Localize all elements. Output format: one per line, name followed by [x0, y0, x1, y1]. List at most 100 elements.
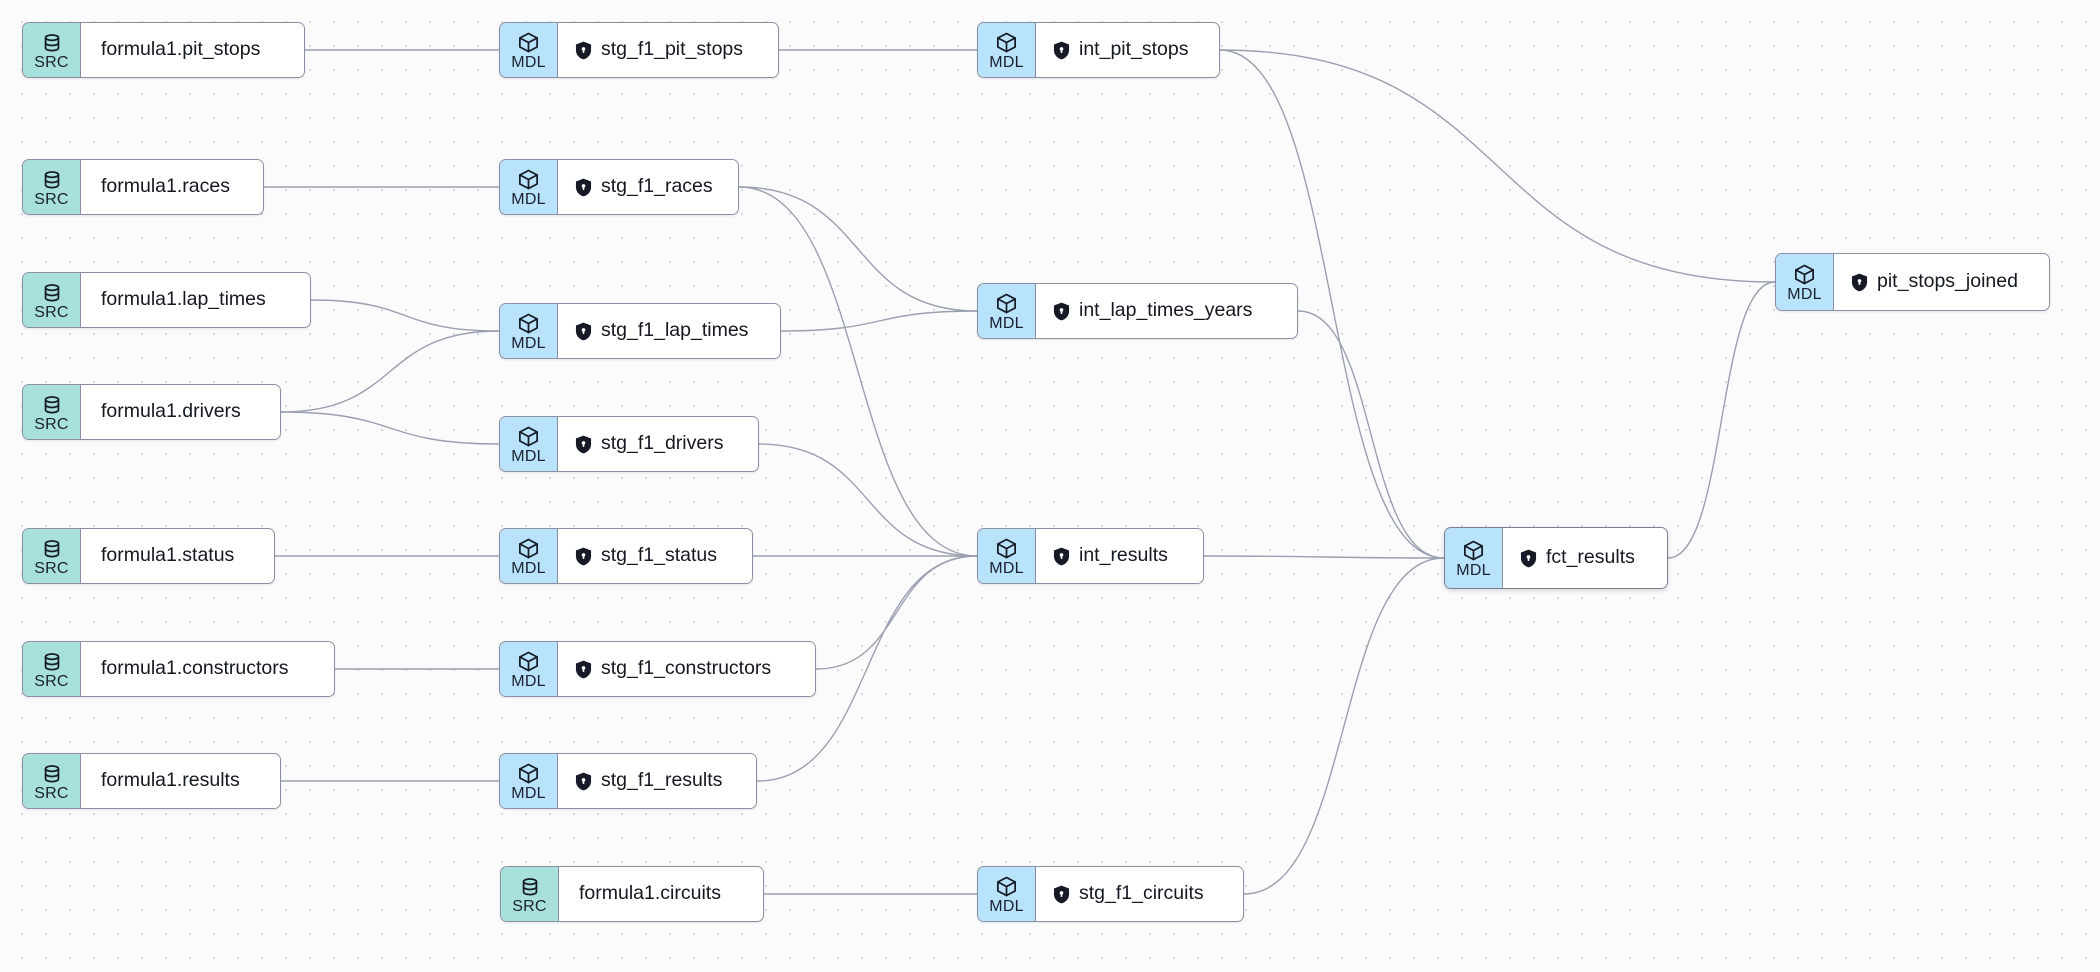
- shield-lock-icon: [1520, 549, 1537, 568]
- node-label: int_lap_times_years: [1079, 299, 1253, 322]
- graph-edge: [280, 411, 500, 445]
- node-type-badge: MDL: [500, 304, 558, 358]
- graph-node-src_pit_stops[interactable]: SRC formula1.pit_stops: [22, 22, 305, 78]
- graph-node-fct_results[interactable]: MDL fct_results: [1444, 527, 1668, 589]
- graph-node-src_lap_times[interactable]: SRC formula1.lap_times: [22, 272, 311, 328]
- node-type-label: SRC: [34, 672, 69, 690]
- database-icon: [41, 763, 63, 785]
- node-type-badge: MDL: [500, 160, 558, 214]
- database-icon: [41, 394, 63, 416]
- shield-lock-icon: [1053, 885, 1070, 904]
- shield-lock-icon: [1053, 41, 1070, 60]
- node-type-label: SRC: [34, 53, 69, 71]
- shield-lock-icon: [1053, 547, 1070, 566]
- node-body: formula1.constructors: [81, 642, 334, 696]
- node-body: formula1.races: [81, 160, 263, 214]
- node-label: stg_f1_constructors: [601, 657, 772, 680]
- node-body: stg_f1_results: [558, 754, 756, 808]
- database-icon: [41, 169, 63, 191]
- node-type-badge: SRC: [23, 160, 81, 214]
- graph-node-stg_status[interactable]: MDL stg_f1_status: [499, 528, 753, 584]
- node-body: formula1.lap_times: [81, 273, 310, 327]
- database-icon: [41, 538, 63, 560]
- node-body: pit_stops_joined: [1834, 254, 2049, 310]
- node-label: stg_f1_pit_stops: [601, 38, 744, 61]
- shield-lock-icon: [1053, 302, 1070, 321]
- node-label: stg_f1_races: [601, 175, 713, 198]
- graph-edge: [780, 310, 978, 332]
- node-type-badge: SRC: [23, 754, 81, 808]
- graph-edge: [1243, 557, 1445, 895]
- shield-lock-icon: [575, 178, 592, 197]
- node-body: stg_f1_lap_times: [558, 304, 780, 358]
- node-type-label: MDL: [511, 335, 546, 352]
- cube-icon: [517, 312, 540, 335]
- node-type-label: MDL: [989, 560, 1024, 577]
- node-type-label: SRC: [34, 190, 69, 208]
- node-label: pit_stops_joined: [1877, 270, 2018, 293]
- graph-edge: [280, 330, 500, 413]
- node-type-label: MDL: [1456, 562, 1491, 579]
- graph-node-stg_lap_times[interactable]: MDL stg_f1_lap_times: [499, 303, 781, 359]
- graph-node-src_races[interactable]: SRC formula1.races: [22, 159, 264, 215]
- node-type-badge: MDL: [500, 754, 558, 808]
- node-body: stg_f1_circuits: [1036, 867, 1243, 921]
- cube-icon: [995, 537, 1018, 560]
- node-type-badge: MDL: [500, 529, 558, 583]
- shield-lock-icon: [1851, 273, 1868, 292]
- node-body: stg_f1_drivers: [558, 417, 758, 471]
- graph-edge: [815, 555, 978, 670]
- node-type-label: MDL: [511, 560, 546, 577]
- cube-icon: [517, 168, 540, 191]
- cube-icon: [517, 762, 540, 785]
- node-label: formula1.drivers: [101, 400, 241, 423]
- graph-node-stg_pit_stops[interactable]: MDL stg_f1_pit_stops: [499, 22, 779, 78]
- node-type-label: SRC: [512, 897, 547, 915]
- node-body: stg_f1_pit_stops: [558, 23, 778, 77]
- cube-icon: [517, 537, 540, 560]
- node-body: int_lap_times_years: [1036, 284, 1297, 338]
- graph-node-stg_constructors[interactable]: MDL stg_f1_constructors: [499, 641, 816, 697]
- cube-icon: [517, 31, 540, 54]
- node-body: stg_f1_races: [558, 160, 738, 214]
- database-icon: [519, 876, 541, 898]
- shield-lock-icon: [575, 322, 592, 341]
- node-type-label: SRC: [34, 303, 69, 321]
- node-type-badge: MDL: [500, 417, 558, 471]
- graph-node-stg_races[interactable]: MDL stg_f1_races: [499, 159, 739, 215]
- node-label: formula1.lap_times: [101, 288, 266, 311]
- node-type-label: SRC: [34, 559, 69, 577]
- node-label: formula1.pit_stops: [101, 38, 261, 61]
- node-type-badge: SRC: [23, 529, 81, 583]
- node-label: int_results: [1079, 544, 1168, 567]
- node-label: formula1.races: [101, 175, 230, 198]
- node-type-label: MDL: [511, 673, 546, 690]
- node-type-badge: MDL: [1776, 254, 1834, 310]
- graph-node-int_results[interactable]: MDL int_results: [977, 528, 1204, 584]
- graph-node-pit_stops_joined[interactable]: MDL pit_stops_joined: [1775, 253, 2050, 311]
- node-body: fct_results: [1503, 528, 1667, 588]
- node-label: stg_f1_lap_times: [601, 319, 749, 342]
- node-type-label: MDL: [511, 54, 546, 71]
- node-label: int_pit_stops: [1079, 38, 1189, 61]
- graph-node-src_constructors[interactable]: SRC formula1.constructors: [22, 641, 335, 697]
- node-type-badge: SRC: [23, 23, 81, 77]
- graph-edge: [738, 186, 978, 312]
- node-body: stg_f1_status: [558, 529, 752, 583]
- node-body: stg_f1_constructors: [558, 642, 815, 696]
- shield-lock-icon: [575, 547, 592, 566]
- cube-icon: [995, 31, 1018, 54]
- shield-lock-icon: [575, 772, 592, 791]
- graph-edge: [1297, 310, 1445, 559]
